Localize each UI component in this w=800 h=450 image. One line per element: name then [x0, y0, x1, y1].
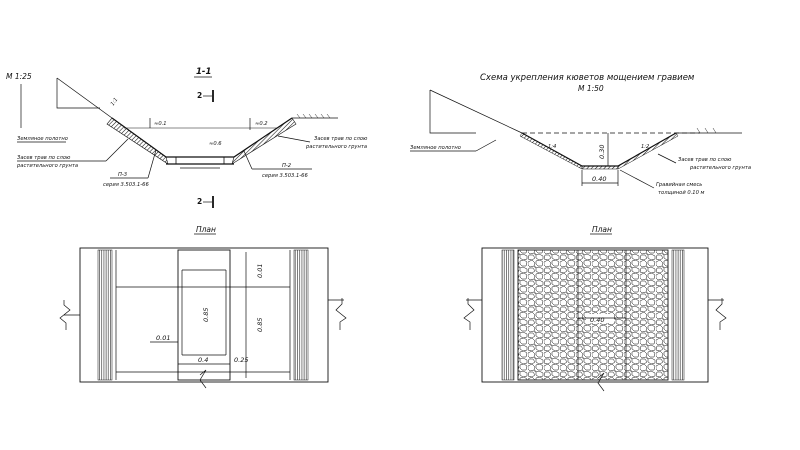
right-dim-width: 0.40: [592, 175, 606, 183]
grass-left-leader: [105, 138, 129, 162]
right-grass-line1: Засев трав по слою: [678, 157, 732, 163]
bottom-slab: [175, 156, 225, 165]
earth-bed-label: Земляное полотно: [17, 136, 68, 142]
left-plan-dim-bottom-right: 0.25: [234, 356, 248, 364]
right-earth-bed-leader: [475, 139, 497, 152]
right-section: Схема укрепления кюветов мощением гравие…: [410, 73, 751, 196]
part-right-leader: [243, 150, 253, 170]
right-grass-line2: растительного грунта: [689, 165, 751, 171]
left-section: М 1:25 1-1 2 2 Земляное полотно: [6, 67, 368, 208]
left-plan-bottom-slab: [177, 249, 231, 381]
cut-number-top: 2: [197, 91, 202, 100]
dim-right: ≈0.2: [255, 121, 268, 127]
right-plan-break-left: [463, 298, 482, 330]
left-plan-title: План: [196, 225, 216, 234]
right-slope-right: 1:2: [641, 144, 649, 150]
right-gravel-line1: Гравийная смесь: [656, 182, 702, 188]
series-left: серия 3.503.1-66: [103, 182, 149, 188]
grass-right-line2: растительного грунта: [305, 144, 367, 150]
left-plan-break-left: [59, 300, 80, 330]
left-plan-strip-right: [293, 249, 309, 381]
grass-right-leader: [277, 135, 311, 143]
embankment-outline: [56, 78, 100, 109]
right-plan-strip-left: [501, 249, 515, 381]
right-plan: План 0.40: [463, 225, 727, 392]
right-plan-break-right: [708, 298, 727, 330]
right-plan-dim-center: 0.40: [590, 316, 604, 324]
right-embankment-outline: [429, 90, 476, 134]
dim-bottom: ≈0.6: [209, 141, 222, 147]
slope-mark: 1:1: [110, 97, 120, 107]
part-left: П-3: [118, 172, 127, 178]
left-plan-dim-center: 0.85: [202, 308, 210, 322]
series-right: серия 3.503.1-66: [262, 173, 308, 179]
grass-left-line2: растительного грунта: [16, 163, 78, 169]
cut-number-bottom: 2: [197, 197, 202, 206]
left-plan-dim-top: 0.01: [256, 264, 264, 278]
right-left-gravel: [519, 132, 583, 170]
left-plan: План 0.01 0.85 0.85 0.01 0.4 0.25: [59, 225, 347, 389]
dim-left: ≈0.1: [154, 121, 167, 127]
right-scale: М 1:50: [578, 84, 604, 93]
grass-left-line1: Засев трав по слою: [17, 155, 71, 161]
right-bottom-gravel: [581, 165, 619, 170]
left-plan-dim-left: 0.01: [156, 334, 170, 342]
right-plan-frame: [481, 247, 709, 383]
left-plan-break-right: [328, 298, 347, 330]
left-plan-dim-bottom: 0.4: [198, 356, 208, 364]
left-plan-strip-left: [97, 249, 113, 381]
right-gravel-leader: [619, 169, 655, 189]
right-slope-left: 1:4: [548, 144, 556, 150]
left-plan-break-bottom: [199, 369, 207, 389]
embankment-slope: [56, 77, 113, 119]
part-right: П-2: [282, 163, 291, 169]
part-left-leader: [147, 149, 157, 179]
right-title: Схема укрепления кюветов мощением гравие…: [480, 73, 695, 83]
right-plan-strip-right: [671, 249, 685, 381]
section-mark: 1-1: [196, 67, 211, 77]
left-scale: М 1:25: [6, 72, 32, 81]
right-right-gravel: [617, 132, 679, 170]
grass-right-line1: Засев трав по слою: [314, 136, 368, 142]
right-gravel-line2: толщиной 0.10 м: [658, 190, 705, 196]
right-plan-break-bottom: [597, 372, 605, 392]
left-plan-dim-right: 0.85: [256, 318, 264, 332]
right-grass-leader: [657, 153, 677, 164]
right-plan-title: План: [592, 225, 612, 234]
right-earth-bed: Земляное полотно: [410, 145, 461, 151]
right-dim-depth: 0.30: [598, 145, 606, 159]
right-embankment-slope: [429, 89, 523, 134]
